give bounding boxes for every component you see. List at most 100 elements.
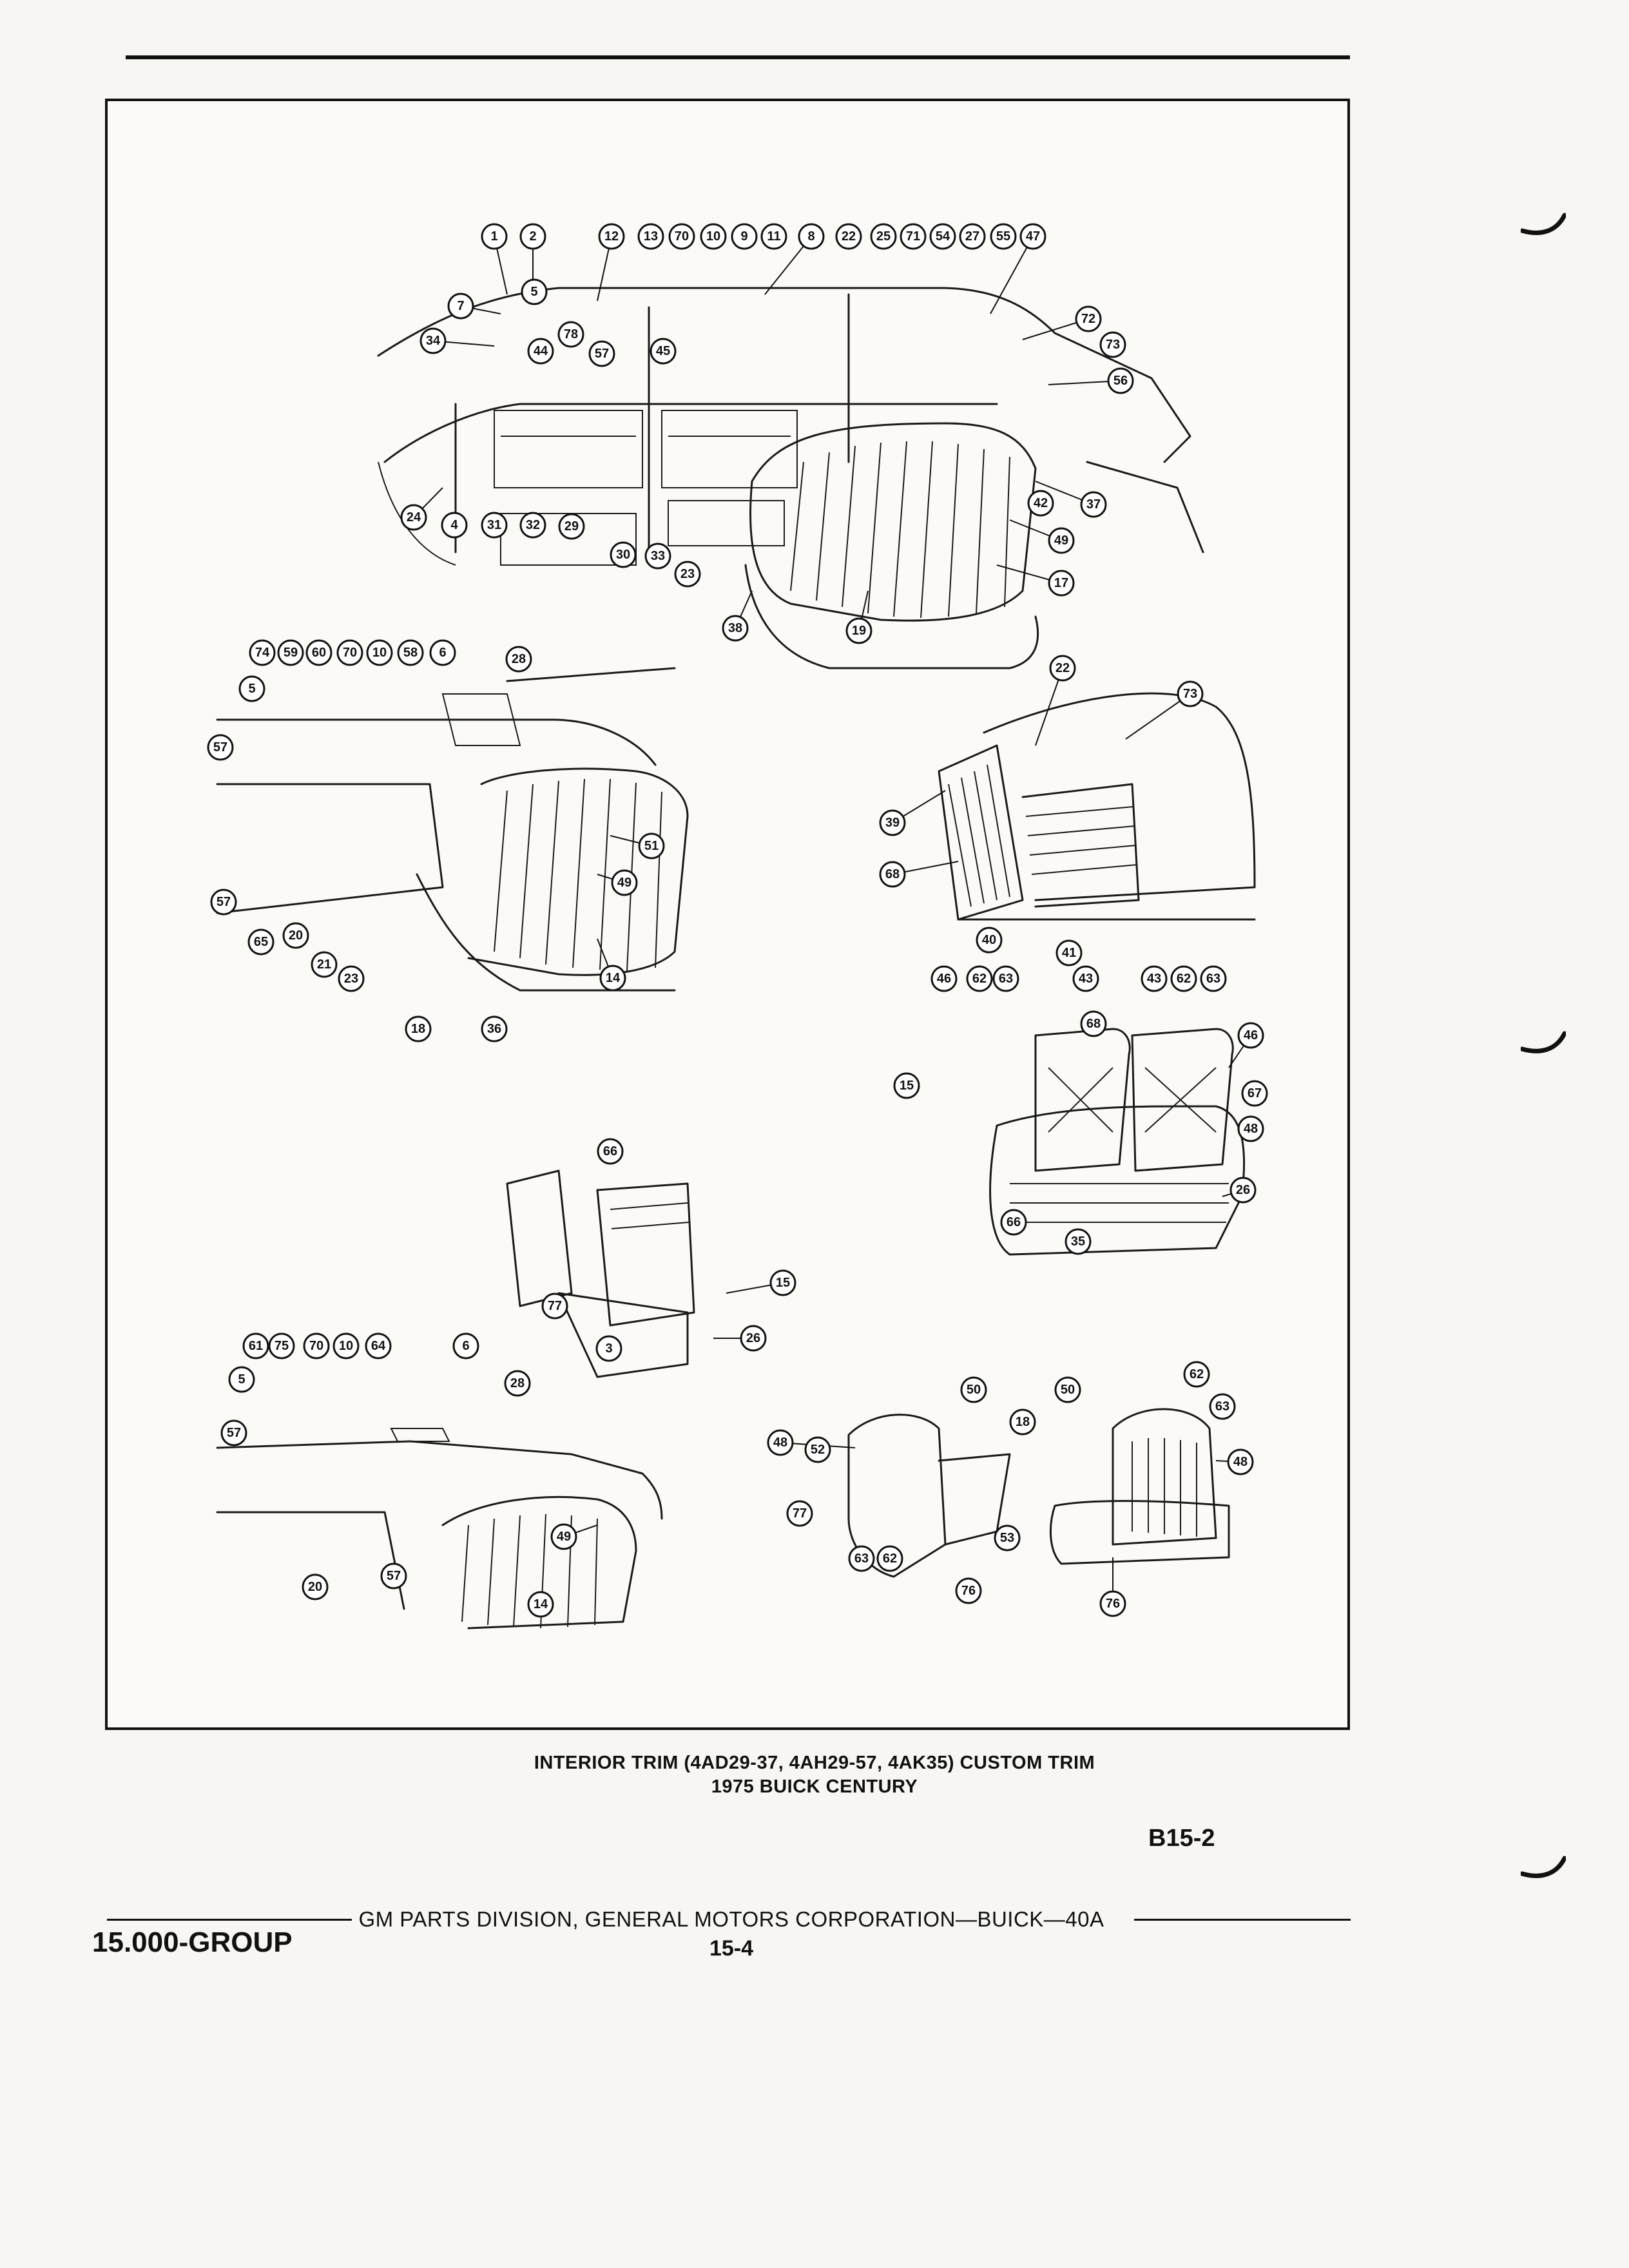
callout-28: 28 (505, 646, 532, 673)
callout-number: 61 (249, 1339, 263, 1353)
callout-number: 43 (1147, 972, 1161, 986)
callout-number: 15 (900, 1079, 914, 1093)
callout-number: 62 (1190, 1367, 1204, 1381)
callout-number: 60 (312, 646, 326, 660)
callout-63: 63 (992, 965, 1019, 992)
callout-number: 14 (606, 971, 621, 985)
callout-15: 15 (893, 1072, 920, 1099)
callout-number: 18 (1016, 1415, 1030, 1429)
callout-43: 43 (1072, 965, 1099, 992)
callout-number: 38 (728, 621, 742, 635)
callout-57: 57 (207, 734, 234, 761)
callout-number: 10 (339, 1339, 353, 1353)
callout-22: 22 (835, 223, 862, 250)
callout-68: 68 (1080, 1010, 1107, 1037)
callout-74: 74 (249, 639, 276, 666)
callout-58: 58 (397, 639, 424, 666)
callout-number: 2 (529, 229, 536, 244)
callout-3: 3 (595, 1335, 622, 1362)
callout-46: 46 (930, 965, 958, 992)
callout-number: 44 (534, 344, 548, 358)
callout-number: 7 (457, 299, 464, 313)
callout-63: 63 (1209, 1393, 1236, 1420)
top-rule (126, 55, 1350, 59)
callout-number: 70 (675, 229, 689, 244)
callout-number: 17 (1054, 576, 1068, 590)
callout-37: 37 (1080, 491, 1107, 518)
callout-number: 23 (344, 972, 358, 986)
callout-11: 11 (760, 223, 787, 250)
callout-number: 14 (534, 1597, 548, 1611)
callout-38: 38 (722, 615, 749, 642)
callout-10: 10 (700, 223, 727, 250)
callout-72: 72 (1075, 305, 1102, 332)
callout-number: 29 (564, 519, 579, 533)
callout-number: 9 (740, 229, 747, 244)
callout-number: 67 (1248, 1086, 1262, 1100)
callout-number: 76 (961, 1584, 976, 1598)
callout-26: 26 (1229, 1177, 1257, 1204)
view-rear-seat-variant (216, 1428, 663, 1629)
callout-44: 44 (527, 338, 554, 365)
view-front-bench-seat (989, 1028, 1246, 1256)
callout-76: 76 (955, 1577, 982, 1604)
callout-49: 49 (1048, 527, 1075, 554)
callout-70: 70 (303, 1332, 330, 1360)
callout-25: 25 (870, 223, 897, 250)
callout-number: 6 (462, 1339, 469, 1353)
callout-22: 22 (1049, 655, 1076, 682)
callout-number: 50 (1061, 1383, 1075, 1397)
callout-54: 54 (929, 223, 956, 250)
callout-number: 57 (595, 347, 609, 361)
callout-number: 3 (605, 1341, 612, 1356)
callout-9: 9 (731, 223, 758, 250)
callout-number: 23 (680, 567, 695, 581)
footer-rule-right (1134, 1919, 1351, 1921)
callout-28: 28 (504, 1370, 531, 1397)
callout-number: 49 (617, 876, 631, 890)
callout-10: 10 (333, 1332, 360, 1360)
footer-group-label: 15.000-GROUP (92, 1927, 293, 1958)
callout-number: 77 (548, 1299, 562, 1313)
callout-76: 76 (1099, 1590, 1126, 1617)
callout-61: 61 (242, 1332, 269, 1360)
callout-39: 39 (879, 809, 906, 836)
callout-number: 62 (972, 972, 987, 986)
callout-number: 26 (746, 1331, 760, 1345)
callout-number: 68 (1086, 1017, 1101, 1031)
callout-70: 70 (668, 223, 695, 250)
callout-number: 41 (1062, 946, 1076, 960)
callout-53: 53 (994, 1524, 1021, 1552)
leader-line (990, 236, 1034, 314)
callout-19: 19 (845, 617, 872, 644)
callout-65: 65 (247, 928, 275, 956)
callout-number: 5 (238, 1372, 245, 1387)
callout-number: 70 (343, 646, 357, 660)
callout-10: 10 (366, 639, 393, 666)
callout-number: 73 (1183, 687, 1197, 701)
leader-line (1035, 668, 1063, 746)
callout-number: 45 (656, 344, 670, 358)
callout-number: 1 (490, 229, 497, 244)
callout-51: 51 (638, 832, 665, 860)
callout-number: 52 (811, 1443, 825, 1457)
callout-number: 34 (426, 334, 441, 348)
callout-number: 21 (317, 957, 331, 972)
callout-number: 49 (1054, 533, 1068, 548)
callout-62: 62 (876, 1545, 903, 1572)
callout-75: 75 (268, 1332, 295, 1360)
callout-17: 17 (1048, 570, 1075, 597)
callout-number: 12 (604, 229, 619, 244)
callout-number: 63 (999, 972, 1013, 986)
callout-73: 73 (1177, 680, 1204, 707)
callout-68: 68 (879, 861, 906, 888)
callout-number: 39 (885, 816, 900, 830)
callout-36: 36 (481, 1015, 508, 1043)
callout-number: 37 (1086, 497, 1101, 512)
callout-60: 60 (305, 639, 333, 666)
callout-8: 8 (798, 223, 825, 250)
callout-42: 42 (1027, 490, 1054, 517)
callout-number: 78 (564, 327, 578, 341)
callout-57: 57 (210, 889, 237, 916)
